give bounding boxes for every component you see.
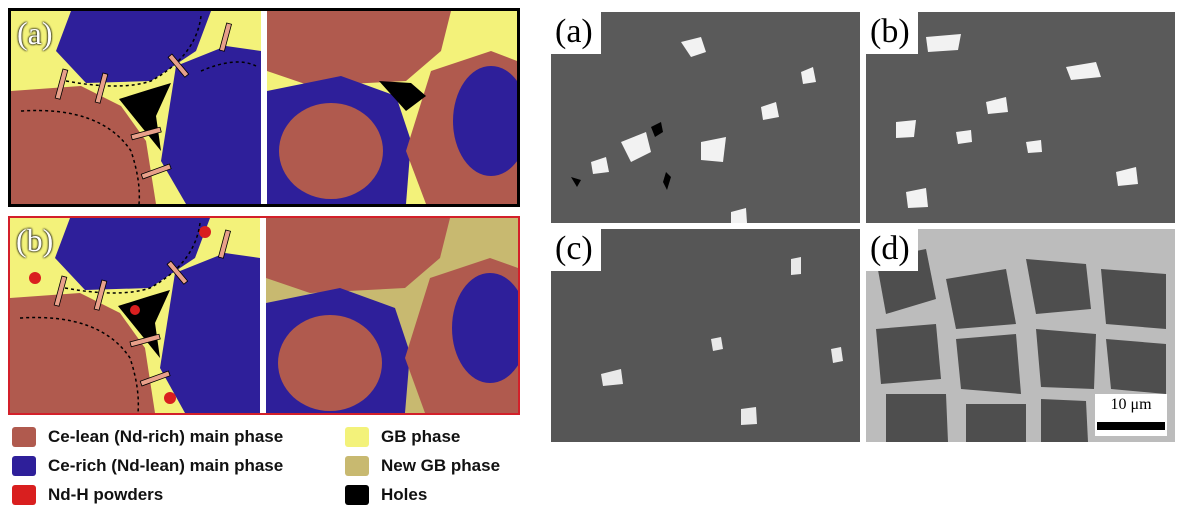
- scale-bar-line: [1097, 422, 1165, 430]
- boundary-dotted: [200, 61, 257, 72]
- legend-label: GB phase: [381, 427, 461, 446]
- ce-lean-core: [278, 315, 382, 411]
- nd-h-powders: [29, 226, 211, 404]
- legend-item-ce-lean: Ce-lean (Nd-rich) main phase: [12, 424, 283, 450]
- legend-item-new-gb: New GB phase: [345, 453, 500, 479]
- legend-label: Ce-rich (Nd-lean) main phase: [48, 456, 284, 475]
- legend-swatch: [345, 485, 369, 505]
- legend-item-holes: Holes: [345, 482, 427, 508]
- legend-swatch: [12, 427, 36, 447]
- micrograph-b: (b): [866, 12, 1175, 223]
- legend-item-nd-h: Nd-H powders: [12, 482, 163, 508]
- legend-swatch: [345, 456, 369, 476]
- scale-bar-label: 10 μm: [1110, 396, 1152, 413]
- schematic-label-a: (a): [17, 15, 53, 51]
- legend-item-gb: GB phase: [345, 424, 460, 450]
- hole: [379, 81, 426, 111]
- legend: Ce-lean (Nd-rich) main phase Ce-rich (Nd…: [12, 424, 532, 509]
- legend-swatch: [12, 485, 36, 505]
- micrograph-texture-c: [551, 229, 860, 442]
- ce-lean-grain: [11, 86, 156, 204]
- legend-item-ce-rich: Ce-rich (Nd-lean) main phase: [12, 453, 283, 479]
- diffusion-arrows: [54, 22, 233, 180]
- micrograph-texture-a: [551, 12, 860, 223]
- boundary-dotted: [20, 109, 141, 204]
- ce-rich-core: [453, 66, 517, 176]
- ce-lean-core: [279, 103, 383, 199]
- ce-rich-grain: [160, 253, 260, 413]
- micrograph-c: (c): [551, 229, 860, 442]
- scale-bar: 10 μm: [1095, 394, 1167, 436]
- micrograph-a: (a): [551, 12, 860, 223]
- ce-rich-grain: [161, 46, 261, 204]
- schematic-panel-a: (a): [8, 8, 520, 207]
- hole: [119, 83, 171, 151]
- ce-rich-core: [452, 273, 518, 383]
- ce-rich-grain: [55, 218, 210, 290]
- ce-lean-grain: [266, 218, 450, 293]
- micrograph-label-c: (c): [551, 229, 601, 271]
- ce-lean-grain: [267, 11, 451, 86]
- schematic-drawing-a: [11, 11, 517, 204]
- schematic-panel-b: (b): [8, 216, 520, 415]
- panel-divider: [260, 218, 266, 413]
- schematic-label-b: (b): [16, 222, 54, 258]
- micrograph-label-a: (a): [551, 12, 601, 54]
- panel-divider: [261, 11, 267, 204]
- micrograph-label-b: (b): [866, 12, 918, 54]
- boundary-dotted: [65, 15, 202, 87]
- diffusion-arrows: [53, 229, 232, 387]
- legend-swatch: [12, 456, 36, 476]
- ce-rich-grain: [56, 11, 211, 83]
- boundary-dotted: [64, 222, 201, 294]
- legend-label: Nd-H powders: [48, 485, 164, 504]
- micrograph-d: (d) 10 μm: [866, 229, 1175, 442]
- legend-label: New GB phase: [381, 456, 501, 475]
- schematic-drawing-b: [10, 218, 518, 413]
- boundary-dotted: [19, 316, 140, 413]
- ce-lean-grain: [10, 293, 155, 413]
- legend-label: Holes: [381, 485, 428, 504]
- legend-swatch: [345, 427, 369, 447]
- legend-label: Ce-lean (Nd-rich) main phase: [48, 427, 284, 446]
- micrograph-label-d: (d): [866, 229, 918, 271]
